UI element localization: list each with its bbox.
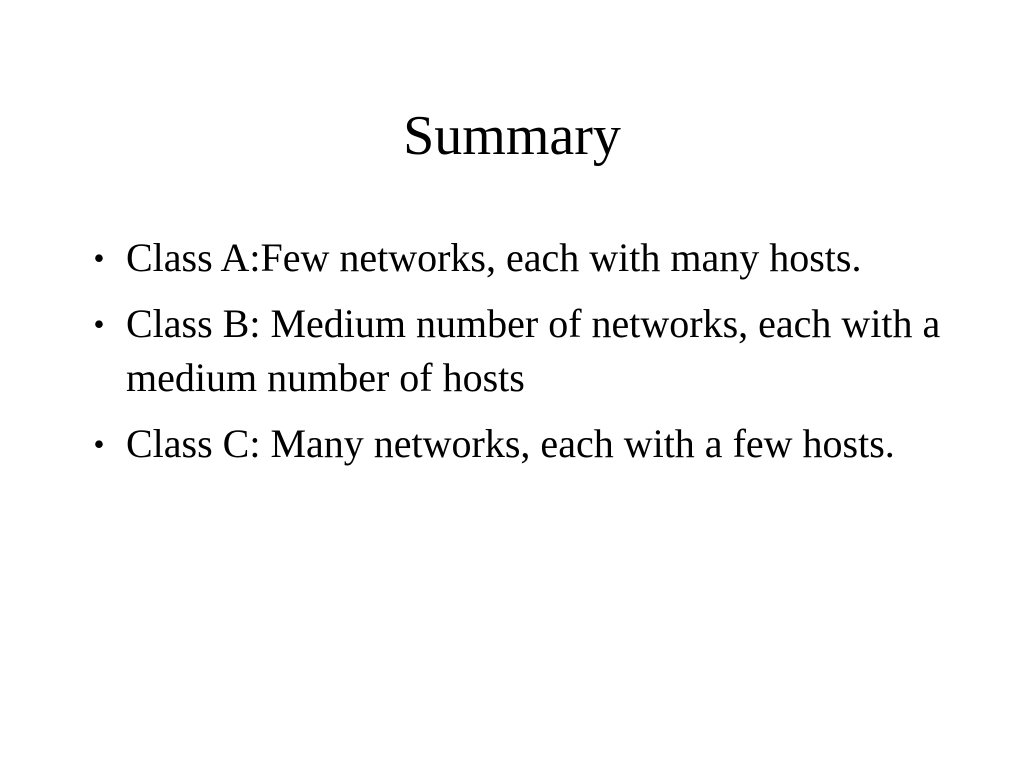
- bullet-icon: •: [93, 306, 105, 342]
- bullet-item-class-b: • Class B: Medium number of networks, ea…: [84, 297, 964, 405]
- bullet-list: • Class A:Few networks, each with many h…: [84, 231, 964, 483]
- bullet-icon: •: [93, 240, 105, 276]
- bullet-text: Class A:Few networks, each with many hos…: [126, 235, 862, 280]
- bullet-item-class-c: • Class C: Many networks, each with a fe…: [84, 417, 964, 471]
- bullet-text: Class C: Many networks, each with a few …: [126, 421, 895, 466]
- bullet-item-class-a: • Class A:Few networks, each with many h…: [84, 231, 964, 285]
- bullet-text: Class B: Medium number of networks, each…: [126, 301, 941, 400]
- slide-title: Summary: [403, 105, 621, 167]
- bullet-icon: •: [93, 426, 105, 462]
